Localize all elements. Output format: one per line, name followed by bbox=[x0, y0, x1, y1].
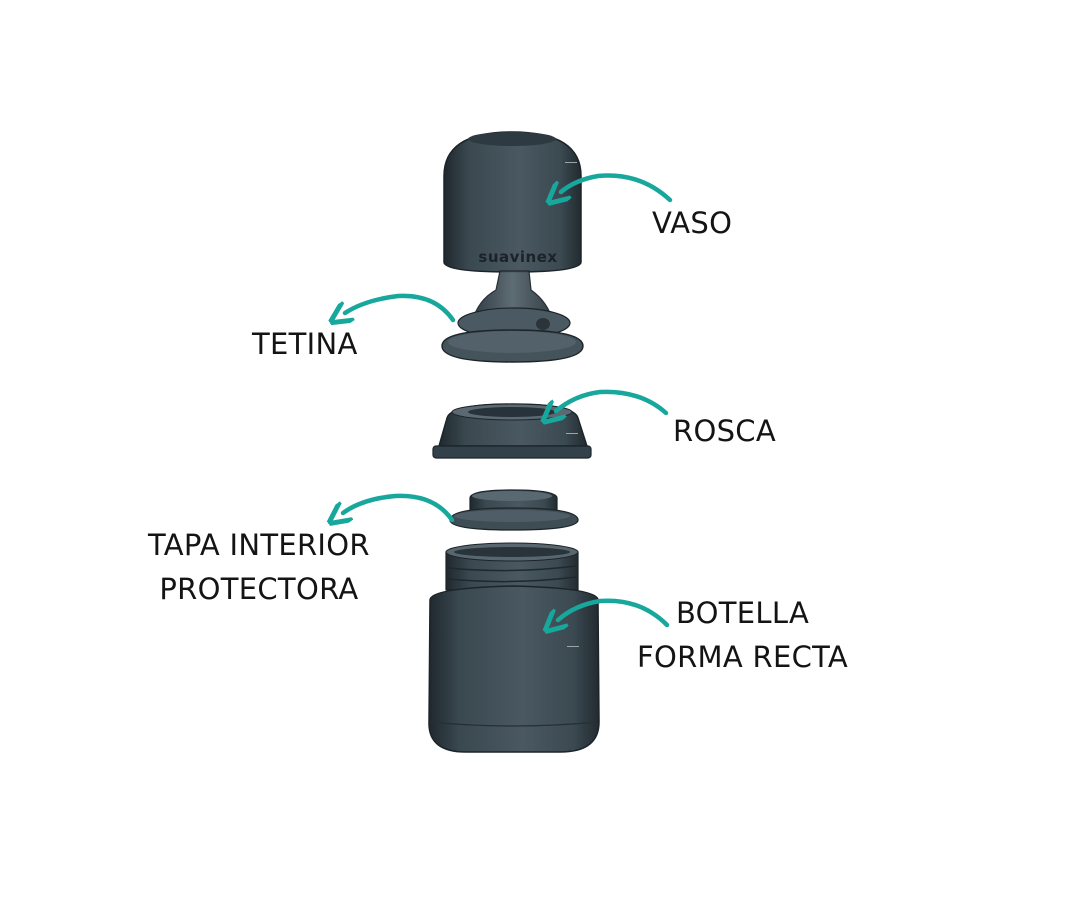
label-tetina: TETINA bbox=[252, 322, 358, 366]
arrow-rosca bbox=[556, 389, 669, 413]
label-botella-line-1: BOTELLA bbox=[675, 596, 810, 630]
label-tapa-interior: TAPA INTERIOR PROTECTORA bbox=[148, 523, 370, 611]
arrow-vaso bbox=[561, 173, 673, 201]
part-tapa-interior bbox=[449, 489, 579, 531]
label-rosca-line-1: ROSCA bbox=[673, 414, 776, 448]
pointer-arrows bbox=[343, 173, 673, 626]
arrow-botella bbox=[558, 598, 670, 625]
arrow-tetina bbox=[345, 293, 456, 320]
label-tetina-line-1: TETINA bbox=[252, 327, 358, 361]
label-botella-line-2: FORMA RECTA bbox=[637, 640, 849, 674]
arrow-tapa-interior bbox=[343, 493, 455, 520]
part-vaso: suavinex bbox=[443, 131, 582, 273]
part-tetina bbox=[441, 270, 584, 363]
part-botella bbox=[428, 542, 600, 753]
label-vaso-line-1: VASO bbox=[652, 206, 733, 240]
label-tapa-interior-line-2: PROTECTORA bbox=[159, 572, 359, 606]
label-vaso: VASO bbox=[652, 201, 732, 245]
label-rosca: ROSCA bbox=[673, 409, 776, 453]
label-botella: BOTELLA FORMA RECTA bbox=[637, 591, 848, 679]
part-rosca bbox=[432, 403, 592, 459]
brand-logo: suavinex bbox=[478, 248, 557, 266]
label-tapa-interior-line-1: TAPA INTERIOR bbox=[148, 528, 370, 562]
